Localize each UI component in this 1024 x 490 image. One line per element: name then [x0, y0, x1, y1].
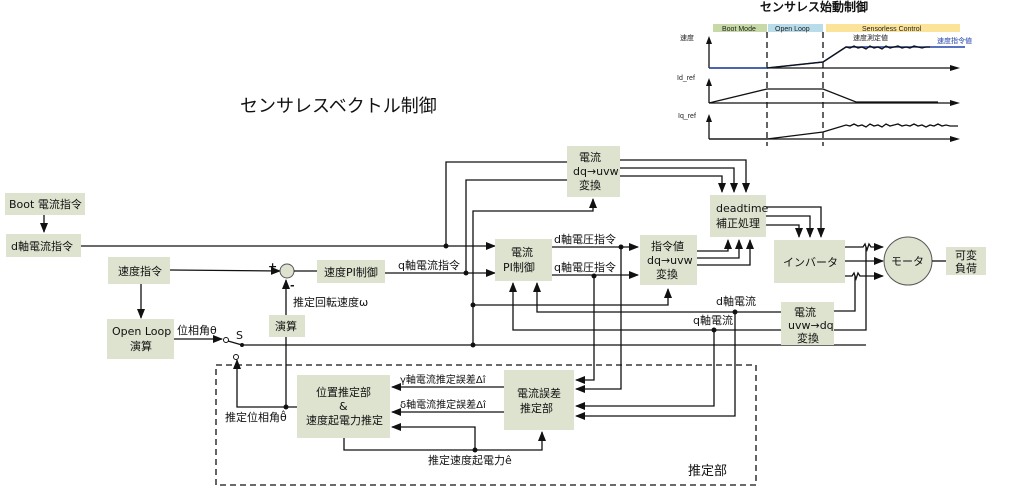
d-axis-current-command-block [6, 234, 81, 257]
current-dq-uvw-line3: 変換 [579, 178, 601, 192]
d-axis-voltage-command-signal: d軸電圧指令 [554, 232, 616, 246]
current-error-estimator-line2: 推定部 [520, 401, 553, 415]
switch-contact-estimated [233, 354, 239, 360]
calc-block [269, 315, 305, 337]
motor-label: モータ [891, 255, 924, 268]
current-uvw-dq-line3: 変換 [797, 331, 819, 345]
measured-speed-label: 速度測定値 [853, 33, 888, 42]
gamma-error-signal: γ軸電流推定誤差Δî [400, 373, 486, 386]
phase-boot-mode-label: Boot Mode [722, 26, 756, 33]
delta-error-signal: δ軸電流推定誤差Δî [400, 398, 486, 411]
phase-sensorless-label: Sensorless Control [862, 26, 922, 33]
speed-command-line [709, 46, 965, 69]
speed-measured-line [766, 45, 930, 69]
switch-label: S [236, 329, 243, 342]
current-uvw-dq-line1: 電流 [794, 305, 816, 319]
position-estimator-line1: 位置推定部 [316, 385, 371, 399]
estimator-section-label: 推定部 [688, 464, 727, 479]
command-dq-uvw-line1: 指令値 [651, 239, 684, 253]
id-ref-line [708, 88, 938, 104]
switch-lever [227, 340, 243, 346]
iq-ref-line [709, 123, 958, 140]
command-dq-uvw-line2: dq→uvw [647, 254, 693, 267]
phase-sensorless [826, 24, 960, 32]
q-axis-current-command-signal: q軸電流指令 [398, 258, 460, 272]
q-axis-voltage-command-signal: q軸電圧指令 [554, 260, 616, 274]
estimated-speed-signal: 推定回転速度ω [293, 295, 368, 309]
variable-load-line1: 可変 [955, 248, 977, 262]
d-axis-current-signal: d軸電流 [716, 294, 756, 308]
minus-sign: - [290, 279, 295, 292]
current-dq-uvw-block [567, 146, 620, 197]
plus-sign: + [268, 260, 277, 273]
deadtime-block [710, 195, 766, 237]
current-uvw-dq-block [781, 302, 834, 345]
axis-label-iq-ref: Iq_ref [678, 113, 696, 120]
phase-boot-mode [713, 24, 767, 32]
open-loop-calc-block [107, 319, 174, 359]
startup-chart: センサレス始動制御 Boot Mode Open Loop Sensorless… [677, 0, 972, 146]
calc-label: 演算 [275, 319, 297, 333]
boot-current-command-label: Boot 電流指令 [9, 197, 82, 211]
speed-command-label: 速度指令 [118, 264, 162, 278]
current-error-estimator-line1: 電流誤差 [517, 386, 561, 400]
deadtime-line1: deadtime [716, 202, 769, 215]
position-estimator-line3: 速度起電力推定 [306, 413, 383, 427]
position-estimator-block [297, 375, 390, 438]
command-dq-uvw-block [640, 235, 697, 285]
current-uvw-dq-line2: uvw→dq [788, 319, 834, 332]
deadtime-line2: 補正処理 [716, 217, 760, 230]
main-title: センサレスベクトル制御 [240, 96, 437, 117]
speed-command-label: 速度指令値 [937, 36, 972, 45]
speed-pi-label: 速度PI制御 [324, 265, 378, 279]
axis-label-id-ref: Id_ref [677, 75, 695, 82]
variable-load-line2: 負荷 [955, 262, 977, 275]
boot-current-command-block [5, 193, 85, 215]
variable-load-block [946, 247, 986, 275]
phase-angle-signal: 位相角θ [177, 323, 217, 337]
open-loop-calc-line2: 演算 [130, 339, 152, 353]
position-estimator-line2: & [339, 400, 348, 413]
current-pi-line2: PI制御 [503, 260, 535, 274]
phase-open-loop-label: Open Loop [775, 26, 810, 33]
axis-label-speed: 速度 [680, 33, 694, 42]
current-error-estimator-block [504, 370, 574, 430]
inverter-label: インバータ [783, 256, 838, 269]
estimated-emf-signal: 推定速度起電力ê [428, 453, 512, 467]
inverter-block [774, 240, 845, 283]
speed-command-block [108, 257, 170, 284]
current-dq-uvw-line2: dq→uvw [573, 165, 619, 178]
d-axis-current-command-label: d軸電流指令 [11, 239, 73, 253]
current-pi-block [495, 239, 552, 281]
command-dq-uvw-line3: 変換 [656, 267, 678, 281]
speed-pi-block [317, 260, 385, 283]
summing-junction [279, 263, 295, 279]
estimated-phase-signal: 推定位相角θ̂ [225, 410, 287, 424]
switch-contact-open-loop [223, 337, 229, 343]
phase-open-loop [768, 24, 823, 32]
open-loop-calc-line1: Open Loop [112, 325, 171, 338]
current-pi-line1: 電流 [511, 245, 533, 259]
startup-chart-title: センサレス始動制御 [760, 0, 868, 14]
current-dq-uvw-line1: 電流 [579, 150, 601, 164]
q-axis-current-signal: q軸電流 [693, 313, 733, 327]
estimator-section [215, 364, 757, 486]
